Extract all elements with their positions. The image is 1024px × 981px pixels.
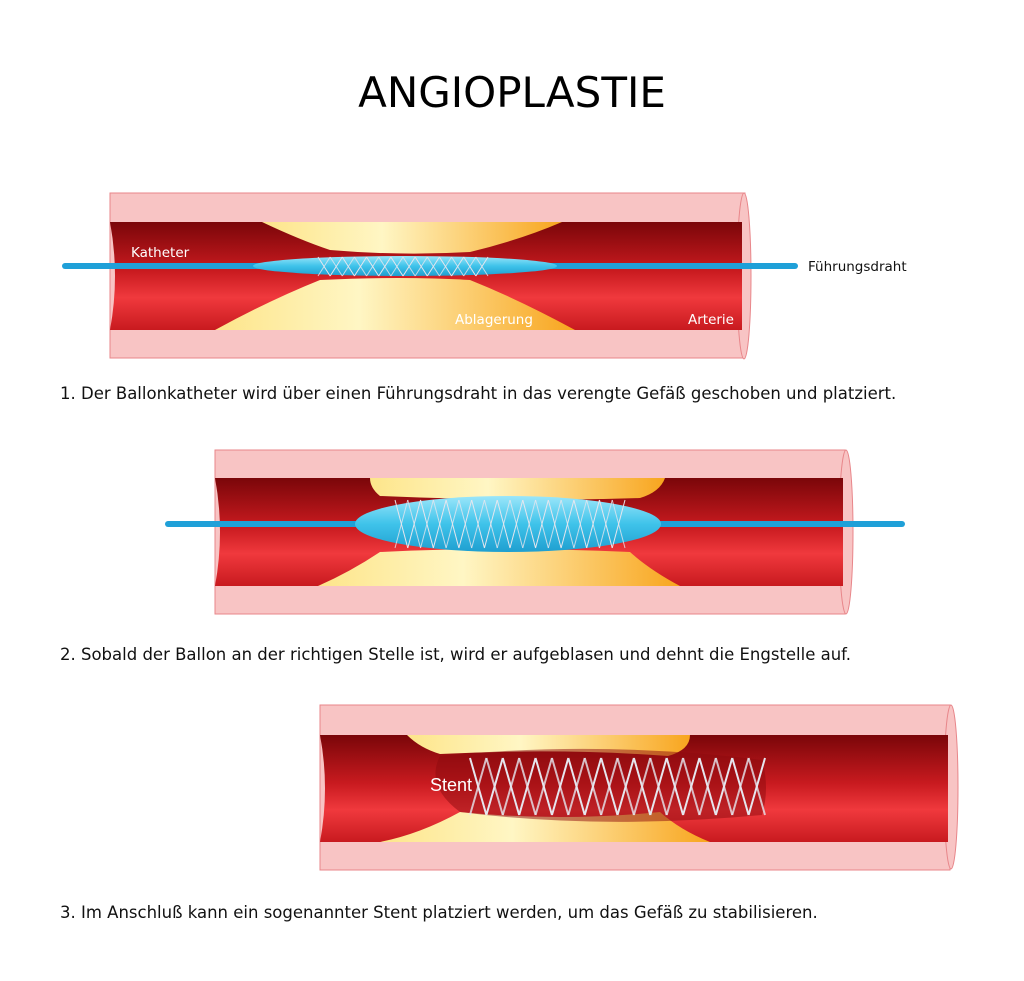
caption-step-3: 3. Im Anschluß kann ein sogenannter Sten…: [60, 903, 818, 922]
stent-strut: [665, 757, 685, 816]
stent-strut: [354, 256, 367, 277]
stent-strut: [616, 757, 635, 816]
stent-strut: [378, 256, 392, 277]
stent-strut: [682, 757, 701, 816]
stent-strut: [600, 757, 619, 816]
stent-strut: [649, 757, 668, 816]
caption-step-1: 1. Der Ballonkatheter wird über einen Fü…: [60, 384, 896, 403]
artery-step-2: [165, 449, 905, 615]
plaque-bottom: [215, 278, 575, 330]
stent-strut: [567, 757, 586, 816]
stent-strut: [407, 499, 422, 549]
stent-strut: [329, 256, 343, 277]
stent-strut: [420, 499, 434, 549]
plaque-bottom: [318, 549, 680, 586]
stent-strut: [560, 499, 575, 549]
stent-strut: [522, 499, 537, 549]
stent-strut: [463, 256, 477, 277]
stent-strut: [535, 499, 549, 549]
stent-strut: [451, 256, 465, 277]
stent-strut: [402, 256, 416, 277]
balloon-deflated: [253, 256, 557, 276]
artery-step-3: Stent: [319, 704, 959, 871]
stent-strut: [611, 499, 626, 549]
stent-strut: [573, 499, 588, 549]
caption-step-2: 2. Sobald der Ballon an der richtigen St…: [60, 645, 851, 664]
stent-strut: [747, 757, 766, 816]
stent-strut: [475, 256, 489, 277]
plaque-top: [262, 222, 562, 254]
label-plaque: Ablagerung: [455, 312, 533, 328]
page-title: ANGIOPLASTIE: [358, 68, 666, 117]
stent-strut: [317, 256, 331, 277]
stent-strut: [426, 256, 440, 277]
artery-step-1: Katheter Führungsdraht Ablagerung Arteri…: [62, 192, 907, 360]
stent-strut: [390, 256, 404, 277]
stent-strut: [632, 757, 652, 816]
stent-strut: [432, 499, 447, 549]
stent-strut: [483, 499, 498, 549]
stent-strut: [598, 499, 613, 549]
stent-strut: [698, 757, 717, 816]
label-artery: Arterie: [688, 312, 734, 328]
stent-strut: [547, 499, 562, 549]
stent-strut: [731, 757, 750, 816]
stent-strut: [469, 757, 488, 816]
label-guidewire: Führungsdraht: [808, 259, 907, 275]
stent-expanded: [469, 757, 766, 816]
stent-strut: [501, 757, 521, 816]
stent-strut: [509, 499, 524, 549]
stent-strut: [714, 757, 734, 816]
plaque-top: [370, 478, 665, 500]
stent-strut: [550, 757, 570, 816]
stent-strut: [445, 499, 460, 549]
stent-crimped: [317, 256, 489, 277]
stent-lumen: [435, 748, 766, 822]
stent-strut: [414, 256, 428, 277]
stent-strut: [496, 499, 511, 549]
stent-strut: [439, 256, 452, 277]
stent-strut: [341, 256, 355, 277]
label-stent: Stent: [430, 775, 472, 795]
stent-strut: [518, 757, 537, 816]
stent-strut: [471, 499, 485, 549]
stent-strut: [366, 256, 380, 277]
stent-strut: [586, 499, 600, 549]
stent-strut: [583, 757, 603, 816]
stent-strut: [485, 757, 504, 816]
stent-strut: [534, 757, 553, 816]
stent-strut: [394, 499, 409, 549]
label-catheter: Katheter: [131, 245, 190, 261]
stent-strut: [458, 499, 473, 549]
stent-expanding: [394, 499, 626, 549]
